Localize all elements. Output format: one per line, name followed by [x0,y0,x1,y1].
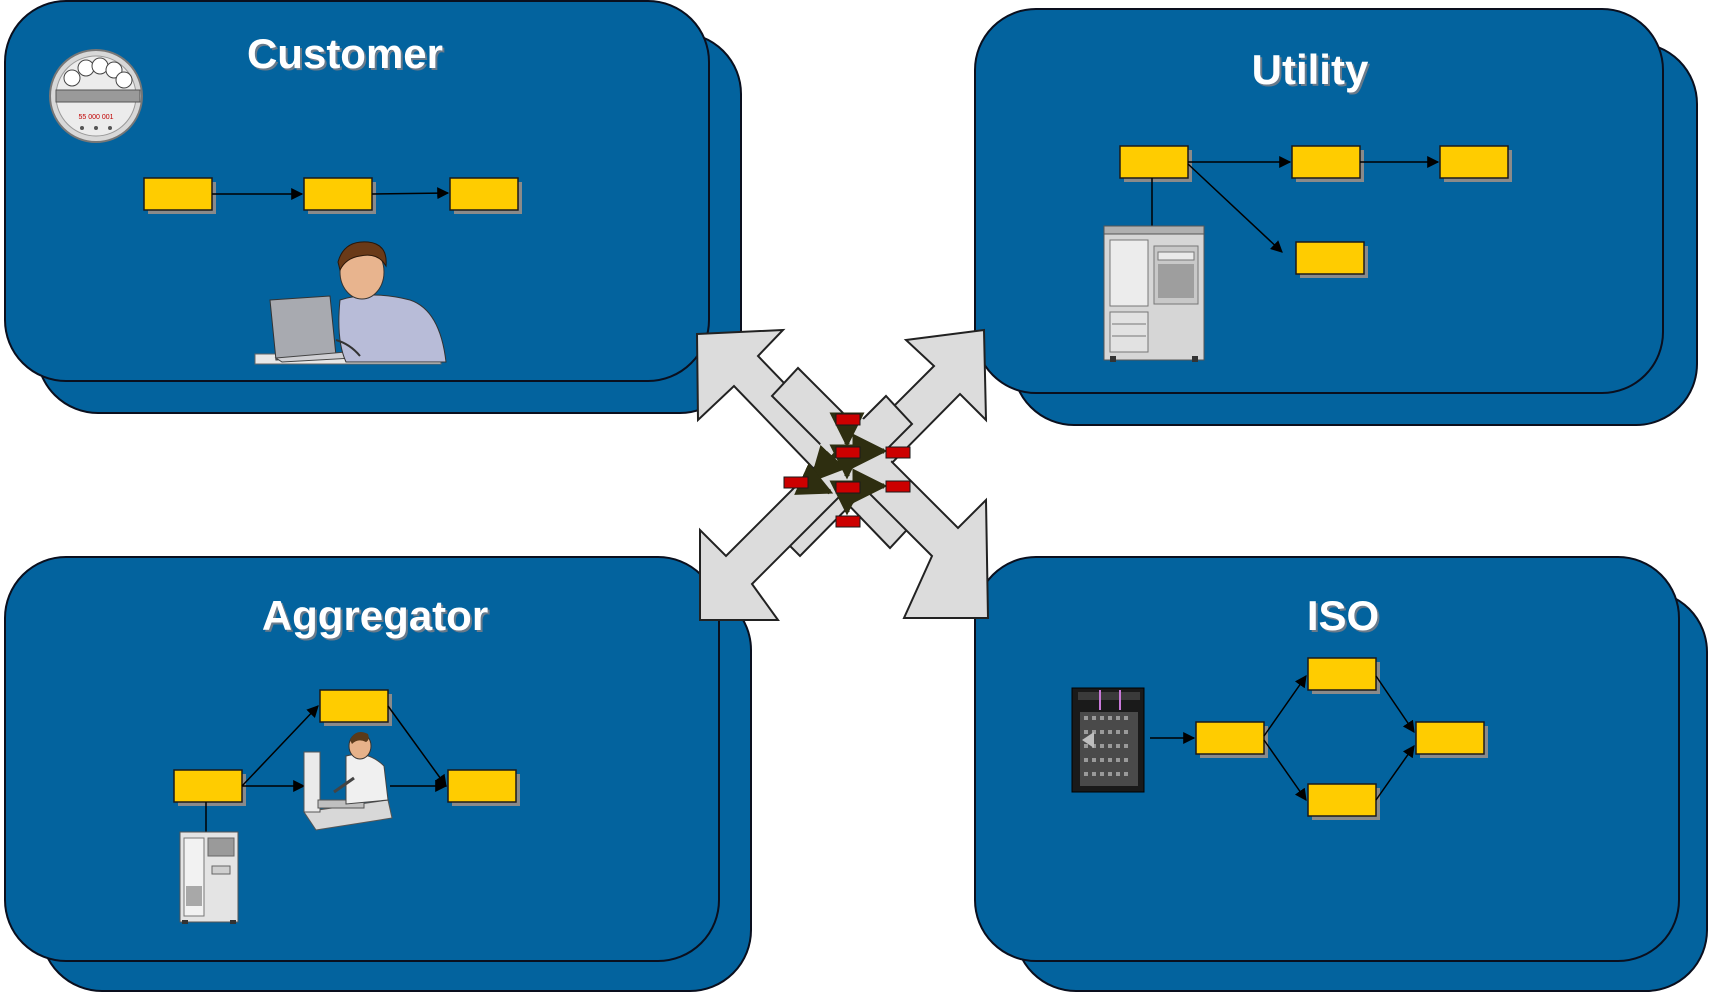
customer-title: Customer [246,30,444,77]
server-tower-icon [179,831,239,924]
datacenter-rack-icon [1071,687,1145,793]
process-box [1307,783,1377,817]
utility-panel [974,8,1664,394]
hub-routing [783,412,911,528]
person-at-desk-icon [303,732,393,831]
svg-text:55 000 001: 55 000 001 [78,114,113,121]
iso-title: ISO [1306,592,1380,639]
process-box [1415,721,1485,755]
utility-title: Utility [1251,46,1369,93]
process-box [173,769,243,803]
server-tower-icon [1103,225,1205,362]
process-box [1439,145,1509,179]
process-box [1307,657,1377,691]
aggregator-flow [173,689,520,834]
electric-meter-icon: 55 000 001 [49,49,143,143]
four-way-arrows-icon [695,328,990,621]
process-box [447,769,517,803]
process-box [303,177,373,211]
process-box [1295,241,1365,275]
customer-flow [143,177,522,214]
process-box [1291,145,1361,179]
utility-flow [1119,145,1512,278]
person-at-laptop-icon [254,241,447,365]
iso-flow [1150,657,1488,820]
process-box [1195,721,1265,755]
aggregator-title: Aggregator [261,592,489,639]
process-box [449,177,519,211]
process-box [319,689,389,723]
process-box [143,177,213,211]
process-box [1119,145,1189,179]
